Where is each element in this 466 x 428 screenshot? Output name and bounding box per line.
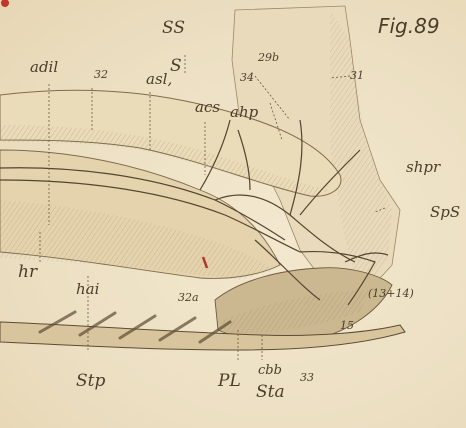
label-15: 15 bbox=[340, 320, 354, 331]
label-32-top: 32 bbox=[94, 69, 108, 80]
label-cbb: cbb bbox=[258, 364, 282, 377]
label-34: 34 bbox=[240, 72, 254, 83]
label-hai: hai bbox=[76, 282, 99, 297]
red-dot bbox=[1, 0, 9, 7]
label-13-14: (13+14) bbox=[368, 288, 414, 299]
label-SS: SS bbox=[162, 20, 185, 37]
label-32a: 32a bbox=[178, 292, 199, 303]
label-adil: adil bbox=[30, 60, 58, 75]
label-asl: asl, bbox=[146, 72, 172, 87]
label-ahp: ahp bbox=[230, 105, 258, 120]
label-acs: acs bbox=[195, 100, 220, 115]
label-PL: PL bbox=[218, 373, 241, 390]
label-31: 31 bbox=[350, 70, 364, 81]
figure-title: Fig.89 bbox=[378, 16, 440, 36]
label-shpr: shpr bbox=[406, 160, 440, 175]
label-29b: 29b bbox=[258, 52, 279, 63]
label-33: 33 bbox=[300, 372, 314, 383]
label-SpS: SpS bbox=[430, 205, 460, 220]
label-hr: hr bbox=[18, 264, 37, 281]
label-Sta: Sta bbox=[256, 384, 285, 401]
label-Stp: Stp bbox=[76, 373, 105, 390]
